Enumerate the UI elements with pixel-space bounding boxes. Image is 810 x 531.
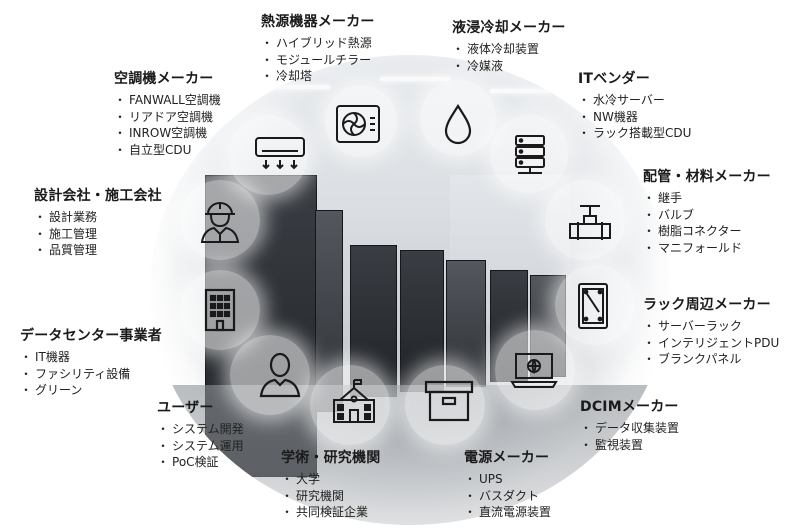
list-item: インテリジェントPDU xyxy=(643,335,779,352)
list-item: 直流電源装置 xyxy=(464,504,551,521)
list-item: ブランクパネル xyxy=(643,351,779,368)
list-item: リアドア空調機 xyxy=(114,109,221,126)
category-dc-operator: データセンター事業者 IT機器 ファシリティ設備 グリーン xyxy=(20,325,162,399)
category-it-vendor: ITベンダー 水冷サーバー NW機器 ラック搭載型CDU xyxy=(578,68,691,142)
category-items: FANWALL空調機 リアドア空調機 INROW空調機 自立型CDU xyxy=(114,92,221,158)
category-title: DCIMメーカー xyxy=(580,399,679,415)
list-item: PoC検証 xyxy=(157,454,244,471)
category-title: 学術・研究機関 xyxy=(281,450,381,466)
storage-box-icon xyxy=(424,378,474,424)
list-item: 樹脂コネクター xyxy=(643,223,771,240)
list-item: 研究機関 xyxy=(281,488,380,505)
category-items: 継手 バルブ 樹脂コネクター マニフォールド xyxy=(643,190,771,256)
category-title: ユーザー xyxy=(157,400,214,416)
list-item: NW機器 xyxy=(578,109,691,126)
category-immersion: 液浸冷却メーカー 液体冷却装置 冷媒液 xyxy=(452,17,566,74)
category-heat-source: 熱源機器メーカー ハイブリッド熱源 モジュールチラー 冷却塔 xyxy=(261,11,375,85)
rack-pdu-icon xyxy=(569,282,617,330)
list-item: ファシリティ設備 xyxy=(20,366,162,383)
category-items: データ収集装置 監視装置 xyxy=(580,420,679,453)
heat-pump-icon xyxy=(334,100,382,148)
list-item: 冷媒液 xyxy=(452,58,566,75)
category-academic: 学術・研究機関 大学 研究機関 共同検証企業 xyxy=(281,447,380,521)
category-items: 設計業務 施工管理 品質管理 xyxy=(34,209,162,259)
category-title: 熱源機器メーカー xyxy=(261,14,375,30)
school-icon xyxy=(330,378,378,426)
category-items: サーバーラック インテリジェントPDU ブランクパネル xyxy=(643,318,779,368)
list-item: システム運用 xyxy=(157,438,244,455)
list-item: 大学 xyxy=(281,471,380,488)
list-item: ラック搭載型CDU xyxy=(578,125,691,142)
list-item: マニフォールド xyxy=(643,240,771,257)
category-power: 電源メーカー UPS バスダクト 直流電源装置 xyxy=(464,447,551,521)
category-items: 大学 研究機関 共同検証企業 xyxy=(281,471,380,521)
list-item: データ収集装置 xyxy=(580,420,679,437)
list-item: 液体冷却装置 xyxy=(452,41,566,58)
monitor-globe-icon xyxy=(510,346,558,394)
category-title: データセンター事業者 xyxy=(20,328,162,344)
list-item: バルブ xyxy=(643,207,771,224)
list-item: バスダクト xyxy=(464,488,551,505)
list-item: システム開発 xyxy=(157,421,244,438)
category-aircon: 空調機メーカー FANWALL空調機 リアドア空調機 INROW空調機 自立型C… xyxy=(114,68,221,158)
list-item: 施工管理 xyxy=(34,226,162,243)
user-icon xyxy=(256,350,304,398)
list-item: 継手 xyxy=(643,190,771,207)
building-icon xyxy=(196,286,244,334)
list-item: 自立型CDU xyxy=(114,142,221,159)
category-items: UPS バスダクト 直流電源装置 xyxy=(464,471,551,521)
category-rack: ラック周辺メーカー サーバーラック インテリジェントPDU ブランクパネル xyxy=(643,294,779,368)
category-items: 液体冷却装置 冷媒液 xyxy=(452,41,566,74)
air-conditioner-icon xyxy=(254,136,306,174)
category-user: ユーザー システム開発 システム運用 PoC検証 xyxy=(157,397,244,471)
category-title: 設計会社・施工会社 xyxy=(34,188,162,204)
list-item: UPS xyxy=(464,471,551,488)
list-item: 水冷サーバー xyxy=(578,92,691,109)
list-item: 品質管理 xyxy=(34,242,162,259)
list-item: モジュールチラー xyxy=(261,52,375,69)
list-item: 共同検証企業 xyxy=(281,504,380,521)
list-item: IT機器 xyxy=(20,349,162,366)
category-items: IT機器 ファシリティ設備 グリーン xyxy=(20,349,162,399)
category-design: 設計会社・施工会社 設計業務 施工管理 品質管理 xyxy=(34,185,162,259)
category-title: ITベンダー xyxy=(578,71,650,87)
list-item: 監視装置 xyxy=(580,437,679,454)
category-items: ハイブリッド熱源 モジュールチラー 冷却塔 xyxy=(261,35,375,85)
valve-icon xyxy=(566,200,614,248)
category-items: システム開発 システム運用 PoC検証 xyxy=(157,421,244,471)
list-item: サーバーラック xyxy=(643,318,779,335)
water-drop-icon xyxy=(434,100,482,148)
category-title: ラック周辺メーカー xyxy=(643,297,771,313)
list-item: 設計業務 xyxy=(34,209,162,226)
category-piping: 配管・材料メーカー 継手 バルブ 樹脂コネクター マニフォールド xyxy=(643,166,771,256)
list-item: グリーン xyxy=(20,382,162,399)
list-item: ハイブリッド熱源 xyxy=(261,35,375,52)
list-item: 冷却塔 xyxy=(261,68,375,85)
server-icon xyxy=(506,130,554,178)
category-title: 空調機メーカー xyxy=(114,71,214,87)
list-item: INROW空調機 xyxy=(114,125,221,142)
category-title: 電源メーカー xyxy=(464,450,550,466)
worker-icon xyxy=(196,196,244,244)
category-title: 配管・材料メーカー xyxy=(643,169,771,185)
category-dcim: DCIMメーカー データ収集装置 監視装置 xyxy=(580,396,679,453)
category-title: 液浸冷却メーカー xyxy=(452,20,566,36)
category-items: 水冷サーバー NW機器 ラック搭載型CDU xyxy=(578,92,691,142)
list-item: FANWALL空調機 xyxy=(114,92,221,109)
